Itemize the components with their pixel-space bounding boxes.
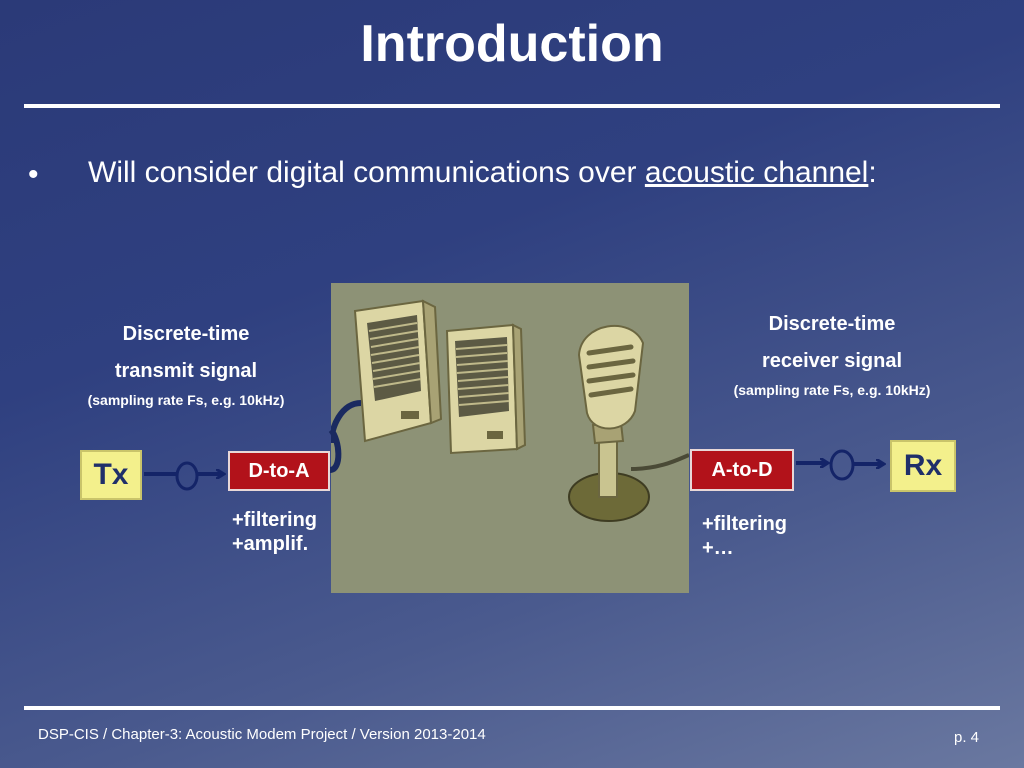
microphone-icon <box>568 325 690 522</box>
bullet-text-before: Will consider digital communications ove… <box>88 156 645 189</box>
receiver-label-line3: (sampling rate Fs, e.g. 10kHz) <box>733 382 931 398</box>
receiver-label-line2: receiver signal <box>761 350 903 372</box>
slide-title: Introduction <box>360 15 664 73</box>
rx-box: Rx <box>890 440 956 492</box>
dtoa-box: D-to-A <box>228 451 330 491</box>
atod-to-rx-arrow <box>796 449 882 481</box>
speaker-left-icon <box>353 299 443 443</box>
transmit-signal-label: Discrete-time transmit signal (sampling … <box>52 316 320 410</box>
atod-note-line1: +filtering <box>702 513 788 535</box>
bullet-text: Will consider digital communications ove… <box>88 156 877 190</box>
tx-box: Tx <box>80 450 142 500</box>
dtoa-note: +filtering +amplif. <box>232 508 317 556</box>
transmit-label-line1: Discrete-time <box>122 323 250 345</box>
speakers-microphone-illustration <box>328 299 690 522</box>
speakers-microphone-image <box>328 283 690 593</box>
receiver-label-line1: Discrete-time <box>768 313 896 335</box>
tx-to-dtoa-arrow <box>144 461 222 491</box>
footer-divider <box>24 706 1000 710</box>
bullet-text-underlined: acoustic channel <box>644 156 869 189</box>
atod-box: A-to-D <box>690 449 794 491</box>
dtoa-note-line2: +amplif. <box>232 533 309 555</box>
receiver-signal-label: Discrete-time receiver signal (sampling … <box>698 306 966 400</box>
atod-note-line2: +… <box>702 537 734 559</box>
bullet-marker: • <box>28 158 39 191</box>
dtoa-note-line1: +filtering <box>232 509 318 531</box>
footer-page-number: p. 4 <box>954 729 980 746</box>
transmit-label-line3: (sampling rate Fs, e.g. 10kHz) <box>87 392 285 408</box>
title-divider <box>24 104 1000 108</box>
transmit-label-line2: transmit signal <box>114 360 258 382</box>
footer-course-info: DSP-CIS / Chapter-3: Acoustic Modem Proj… <box>38 726 486 743</box>
speaker-right-icon <box>445 323 527 455</box>
bullet-text-after: : <box>868 156 877 189</box>
atod-note: +filtering +… <box>702 512 787 560</box>
dtoa-speaker-cable <box>328 427 342 473</box>
